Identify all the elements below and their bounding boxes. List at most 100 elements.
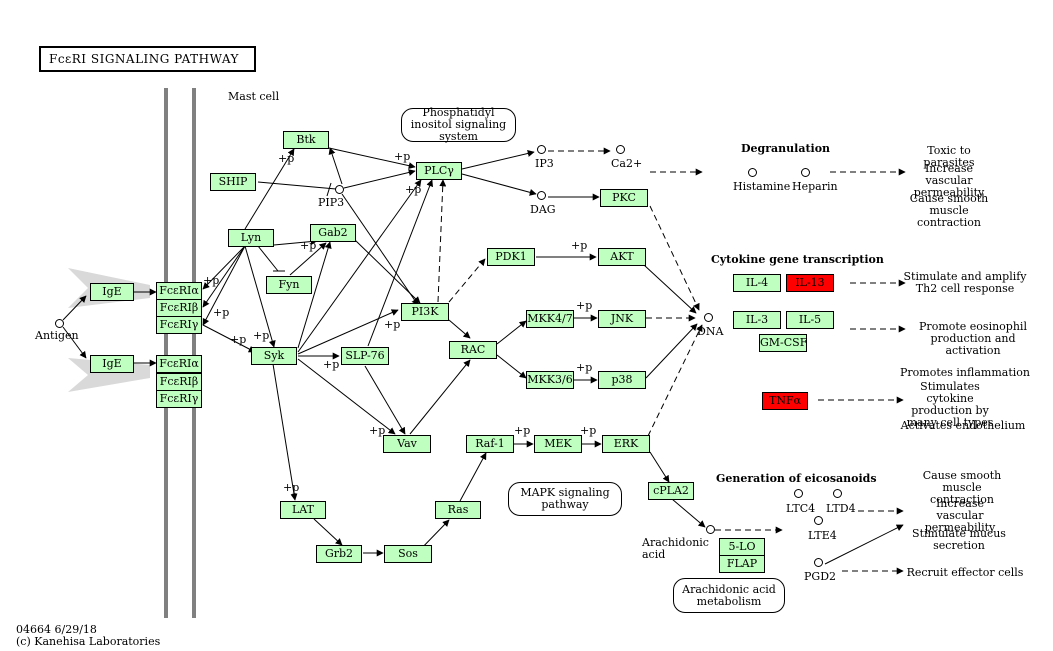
compound-heparin[interactable] [801, 168, 810, 177]
outcome-vascular-2: Increase vascular permeability [924, 497, 996, 534]
phospho-label: +p [323, 358, 340, 371]
compound-lte4[interactable] [814, 516, 823, 525]
gene-mkk4-7[interactable]: MKK4/7 [526, 310, 574, 328]
gene-tnfa[interactable]: TNFα [762, 392, 808, 410]
gene-erk[interactable]: ERK [602, 435, 650, 453]
phospho-label: +p [394, 150, 411, 163]
gene-gab2[interactable]: Gab2 [310, 224, 356, 242]
outcome-th2: Stimulate and amplify Th2 cell response [903, 270, 1027, 295]
phospho-label: +p [571, 239, 588, 252]
compound-lte4-label: LTE4 [808, 529, 837, 542]
gene-5-lo[interactable]: 5-LO [719, 538, 765, 556]
gene-cpla2[interactable]: cPLA2 [648, 482, 694, 500]
compound-histamine[interactable] [748, 168, 757, 177]
gene-fceri-alpha-1[interactable]: FcεRIα [156, 282, 202, 300]
compound-dna[interactable] [704, 313, 713, 322]
compound-pip3-label: PIP3 [318, 196, 345, 209]
map-phosphatidyl-inositol[interactable]: Phosphatidyl inositol signaling system [401, 107, 516, 143]
gene-jnk[interactable]: JNK [598, 310, 646, 328]
gene-btk[interactable]: Btk [283, 131, 329, 149]
gene-il-13[interactable]: IL-13 [786, 274, 834, 292]
phospho-label: +p [203, 274, 220, 287]
compound-dag[interactable] [537, 191, 546, 200]
phospho-label: +p [405, 183, 422, 196]
phospho-label: +p [283, 481, 300, 494]
compound-arachidonic-acid[interactable] [706, 525, 715, 534]
gene-ras[interactable]: Ras [435, 501, 481, 519]
outcome-smooth-2: Cause smooth muscle contraction [922, 469, 1002, 506]
gene-raf-1[interactable]: Raf-1 [466, 435, 514, 453]
gene-sos[interactable]: Sos [384, 545, 432, 563]
gene-mkk3-6[interactable]: MKK3/6 [526, 371, 574, 389]
gene-ship[interactable]: SHIP [210, 173, 256, 191]
gene-pdk1[interactable]: PDK1 [487, 248, 535, 266]
compound-ltd4[interactable] [833, 489, 842, 498]
cell-label: Mast cell [228, 90, 280, 103]
gene-gm-csf[interactable]: GM-CSF [759, 334, 807, 352]
gene-pi3k[interactable]: PI3K [401, 303, 449, 321]
gene-pkc[interactable]: PKC [600, 189, 648, 207]
gene-lyn[interactable]: Lyn [228, 229, 274, 247]
outcome-recruit: Recruit effector cells [906, 566, 1024, 579]
gene-ige-2[interactable]: IgE [90, 355, 134, 373]
map-arachidonic-acid-metabolism[interactable]: Arachidonic acid metabolism [673, 578, 785, 613]
gene-grb2[interactable]: Grb2 [316, 545, 362, 563]
gene-plcg[interactable]: PLCγ [416, 162, 462, 180]
gene-fyn[interactable]: Fyn [266, 276, 312, 294]
gene-vav[interactable]: Vav [383, 435, 431, 453]
gene-rac[interactable]: RAC [449, 341, 497, 359]
compound-ltc4-label: LTC4 [786, 502, 816, 515]
gene-fceri-gamma-1[interactable]: FcεRIγ [156, 316, 202, 334]
gene-fceri-beta-1[interactable]: FcεRIβ [156, 299, 202, 317]
gene-il-5[interactable]: IL-5 [786, 311, 834, 329]
phospho-label: +p [369, 424, 386, 437]
compound-histamine-label: Histamine [733, 180, 791, 193]
gene-il-4[interactable]: IL-4 [733, 274, 781, 292]
outcome-cytokine-production: Stimulates cytokine production by many c… [906, 380, 994, 429]
gene-syk[interactable]: Syk [251, 347, 297, 365]
gene-slp-76[interactable]: SLP-76 [341, 347, 389, 365]
compound-antigen[interactable] [55, 319, 64, 328]
section-cytokine-transcription: Cytokine gene transcription [711, 253, 884, 266]
phospho-label: +p [230, 333, 247, 346]
gene-ige-1[interactable]: IgE [90, 283, 134, 301]
outcome-smooth-1: Cause smooth muscle contraction [909, 192, 989, 229]
gene-mek[interactable]: MEK [534, 435, 582, 453]
compound-ca2-label: Ca2+ [611, 157, 643, 170]
compound-arachidonic-acid-label: Arachidonic acid [642, 536, 709, 561]
gene-p38[interactable]: p38 [598, 371, 646, 389]
footer-id-date: 04664 6/29/18 [16, 623, 97, 636]
compound-ip3[interactable] [537, 145, 546, 154]
gene-fceri-beta-2[interactable]: FcεRIβ [156, 373, 202, 391]
outcome-inflammation: Promotes inflammation [900, 366, 1030, 379]
compound-ltc4[interactable] [794, 489, 803, 498]
section-eicosanoids: Generation of eicosanoids [716, 472, 877, 485]
gene-fceri-alpha-2[interactable]: FcεRIα [156, 355, 202, 373]
gene-flap[interactable]: FLAP [719, 555, 765, 573]
pathway-title: FcεRI SIGNALING PATHWAY [39, 46, 256, 72]
footer-copyright: (c) Kanehisa Laboratories [16, 635, 161, 648]
compound-antigen-label: Antigen [35, 329, 79, 342]
phospho-label: +p [580, 424, 597, 437]
cell-membrane-inner [192, 88, 196, 618]
map-mapk-signaling[interactable]: MAPK signaling pathway [508, 482, 622, 516]
gene-lat[interactable]: LAT [280, 501, 326, 519]
compound-heparin-label: Heparin [792, 180, 838, 193]
outcome-eosinophil: Promote eosinophil production and activa… [919, 320, 1027, 357]
outcome-endothelium: Activates endothelium [900, 419, 1026, 432]
phospho-label: +p [384, 318, 401, 331]
outcome-vascular-1: Increase vascular permeability [913, 162, 985, 199]
compound-dag-label: DAG [530, 203, 556, 216]
gene-akt[interactable]: AKT [598, 248, 646, 266]
compound-pgd2-label: PGD2 [804, 570, 837, 583]
compound-pip3[interactable] [335, 185, 344, 194]
phospho-label: +p [576, 299, 593, 312]
outcome-mucus: Stimulate mucus secretion [912, 527, 1006, 552]
gene-il-3[interactable]: IL-3 [733, 311, 781, 329]
gene-fceri-gamma-2[interactable]: FcεRIγ [156, 390, 202, 408]
phospho-label: +p [213, 306, 230, 319]
compound-pgd2[interactable] [814, 558, 823, 567]
compound-dna-label: DNA [697, 325, 724, 338]
compound-ca2[interactable] [616, 145, 625, 154]
